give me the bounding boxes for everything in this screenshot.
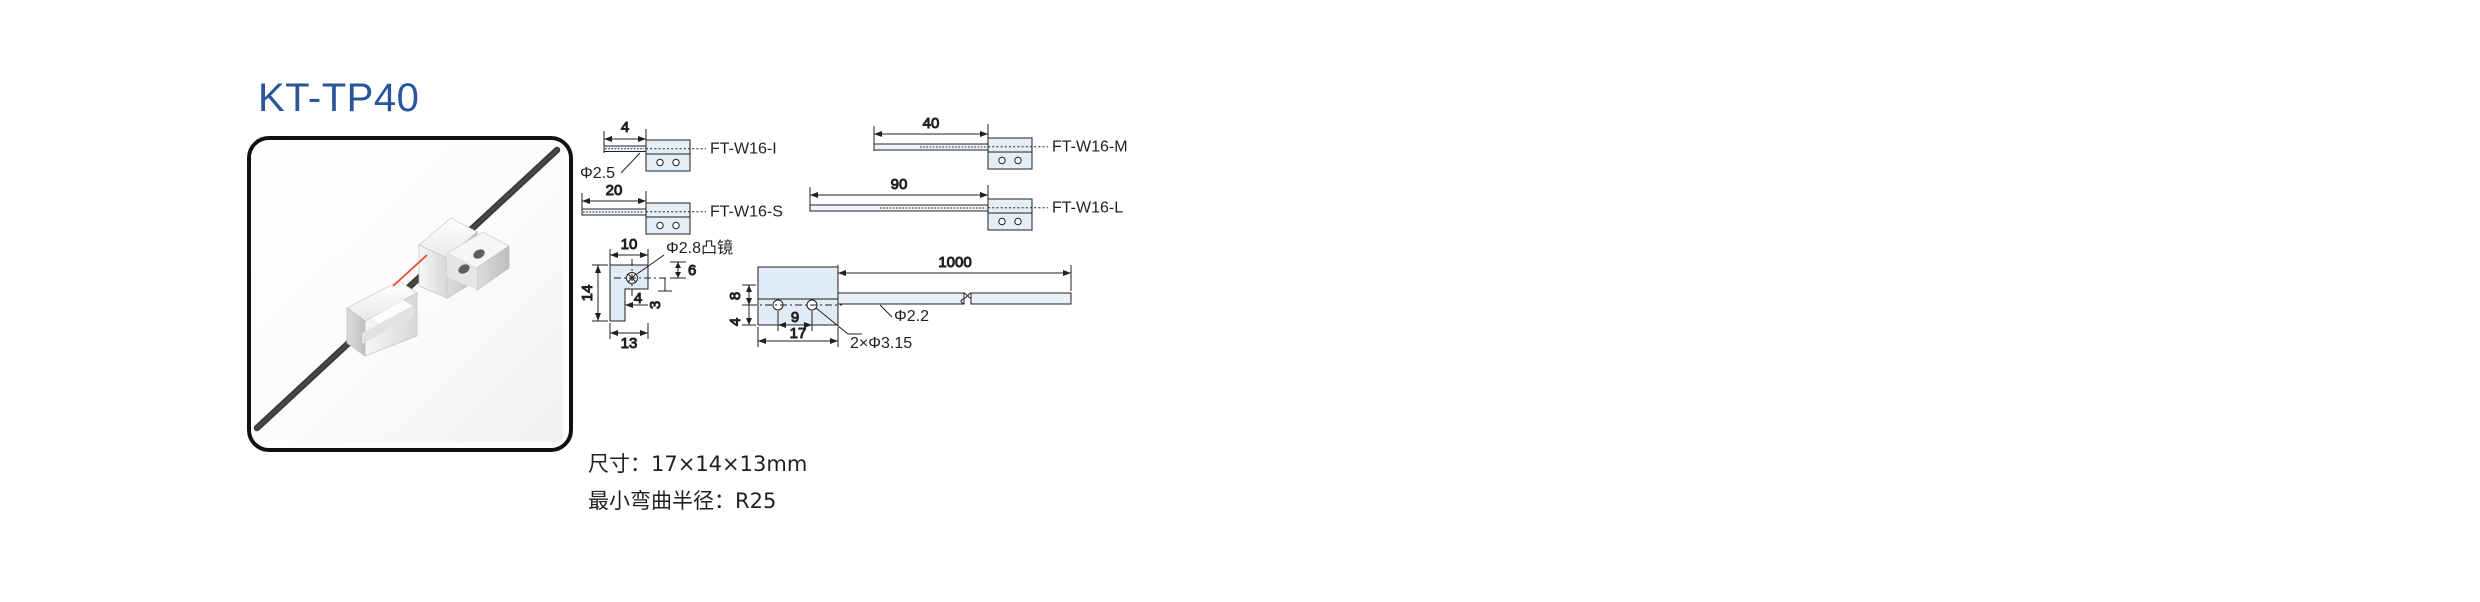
technical-drawings: 4 FT-W16-I Φ2.5: [580, 115, 1128, 353]
dim-side-foot: 4: [634, 290, 642, 307]
product-photo: [251, 140, 563, 442]
sensing-beam: [392, 254, 428, 287]
callout-mount-holes: 2×Φ3.15: [850, 335, 912, 352]
bracket-upper: [418, 217, 510, 299]
dim-side-width: 10: [621, 236, 638, 253]
spec-bend-radius: 最小弯曲半径：R25: [588, 489, 777, 513]
dim-lens-from-top: 6: [688, 262, 696, 279]
dim-side-base: 13: [621, 335, 638, 352]
dim-lead-s: 20: [606, 182, 623, 199]
drawing-ft-w16-m: 40 FT-W16-M: [873, 115, 1128, 170]
drawing-ft-w16-i: 4 FT-W16-I Φ2.5: [580, 119, 777, 183]
label-ft-w16-i: FT-W16-I: [710, 141, 777, 158]
drawing-ft-w16-l: 90 FT-W16-L: [809, 176, 1123, 231]
callout-cable-dia: Φ2.2: [894, 308, 929, 325]
dim-lead-l: 90: [891, 176, 908, 193]
drawing-front-view: 1000 Φ2.2 8 4: [727, 254, 1072, 352]
dim-side-height: 14: [580, 285, 596, 302]
dim-cable-length: 1000: [938, 254, 971, 271]
label-ft-w16-s: FT-W16-S: [710, 204, 783, 221]
label-ft-w16-m: FT-W16-M: [1052, 139, 1128, 156]
spec-dimensions: 尺寸：17×14×13mm: [588, 452, 808, 476]
drawing-side-view: 10 14 4 13: [580, 236, 733, 353]
callout-lens-dia: Φ2.5: [580, 165, 615, 182]
dim-hole-spacing: 9: [791, 309, 799, 326]
dim-lens-lower: 3: [647, 301, 664, 309]
drawing-ft-w16-s: 20 FT-W16-S: [581, 182, 783, 235]
label-ft-w16-l: FT-W16-L: [1052, 200, 1123, 217]
page-title: KT-TP40: [258, 76, 420, 120]
bracket-lower: [346, 280, 418, 357]
dim-hole-from-bottom: 4: [727, 318, 744, 326]
dim-lead-i: 4: [621, 119, 629, 136]
product-photo-frame: [247, 136, 573, 452]
dim-total-width: 17: [790, 325, 807, 342]
dim-hole-from-top: 8: [727, 292, 744, 300]
dim-lead-m: 40: [923, 115, 940, 132]
callout-convex-lens: Φ2.8凸镜: [666, 238, 733, 257]
